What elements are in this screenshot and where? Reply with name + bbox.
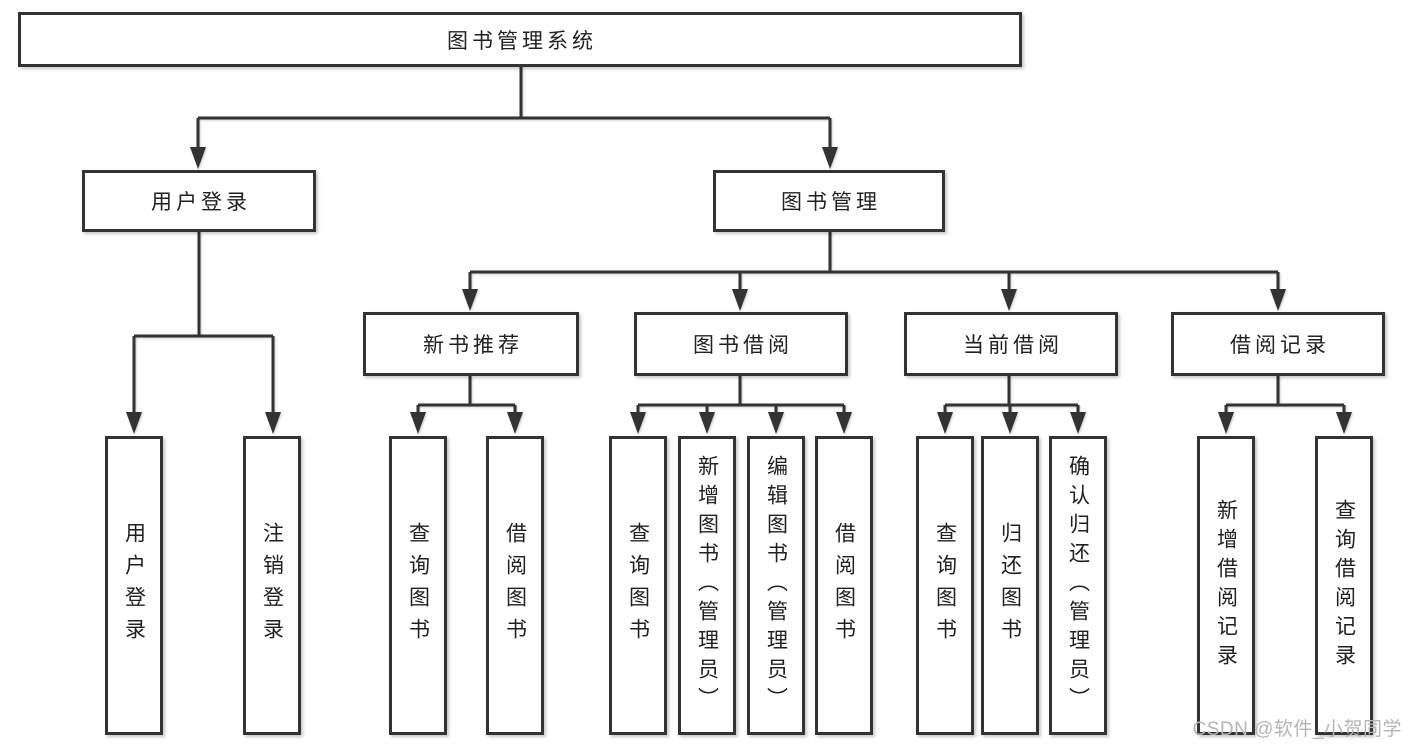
arrowhead (1070, 412, 1086, 434)
node-label: 图书管理 (781, 191, 881, 214)
leaf-label: 借阅图书 (832, 521, 856, 650)
node-label: 用户登录 (151, 191, 251, 214)
leaf-label: 注销登录 (260, 521, 284, 650)
leaf-label: 归还图书 (998, 521, 1022, 650)
leaf-label: 新增图书（管理员） (695, 455, 719, 716)
arrowhead (190, 147, 206, 169)
connector-current-borrowing-to-leaves (937, 376, 1086, 434)
leaf-borrow-books-recommend: 借阅图书 (486, 436, 544, 735)
connector-new-book-to-leaves (410, 376, 523, 434)
leaf-label: 借阅图书 (503, 521, 527, 650)
arrowhead (822, 147, 838, 169)
node-label: 借阅记录 (1230, 334, 1330, 357)
arrowhead (1336, 412, 1352, 434)
arrowhead (1001, 289, 1017, 311)
node-label: 新书推荐 (423, 334, 523, 357)
arrowhead (126, 412, 142, 434)
node-label: 图书借阅 (693, 334, 793, 357)
node-current-borrowing: 当前借阅 (904, 312, 1118, 376)
leaf-label: 查询借阅记录 (1332, 498, 1356, 673)
arrowhead (1218, 412, 1234, 434)
arrowhead (462, 289, 478, 311)
leaf-query-books-recommend: 查询图书 (389, 436, 447, 735)
node-book-borrowing: 图书借阅 (634, 312, 848, 376)
leaf-query-books-current: 查询图书 (916, 436, 974, 735)
connector-book-borrowing-to-leaves (630, 376, 852, 434)
node-library-system: 图书管理系统 (18, 12, 1022, 67)
leaf-add-borrow-record: 新增借阅记录 (1197, 436, 1255, 735)
leaf-query-borrow-record: 查询借阅记录 (1315, 436, 1373, 735)
leaf-add-book-admin: 新增图书（管理员） (678, 436, 736, 735)
leaf-label: 新增借阅记录 (1214, 498, 1238, 673)
arrowhead (699, 412, 715, 434)
arrowhead (937, 412, 953, 434)
leaf-logout: 注销登录 (243, 436, 301, 735)
leaf-label: 查询图书 (406, 521, 430, 650)
connector-user-login-to-leaves (126, 232, 281, 434)
arrowhead (1270, 289, 1286, 311)
connector-borrowing-records-to-leaves (1218, 376, 1352, 434)
node-new-book-recommendation: 新书推荐 (363, 312, 579, 376)
arrowhead (836, 412, 852, 434)
leaf-label: 编辑图书（管理员） (764, 455, 788, 716)
node-label: 图书管理系统 (447, 29, 597, 53)
leaf-confirm-return-admin: 确认归还（管理员） (1049, 436, 1107, 735)
leaf-label: 确认归还（管理员） (1066, 455, 1090, 716)
arrowhead (630, 412, 646, 434)
arrowhead (265, 412, 281, 434)
arrowhead (1002, 412, 1018, 434)
connector-root-to-level2 (190, 67, 838, 169)
arrowhead (410, 412, 426, 434)
leaf-label: 用户登录 (122, 521, 146, 650)
csdn-watermark: CSDN @软件_小贺同学 (1192, 719, 1402, 740)
node-borrowing-records: 借阅记录 (1171, 312, 1385, 376)
leaf-label: 查询图书 (933, 521, 957, 650)
arrowhead (732, 289, 748, 311)
leaf-label: 查询图书 (626, 521, 650, 650)
leaf-borrow-books: 借阅图书 (815, 436, 873, 735)
leaf-query-books-borrow: 查询图书 (609, 436, 667, 735)
node-book-management: 图书管理 (713, 170, 945, 232)
node-label: 当前借阅 (963, 334, 1063, 357)
arrowhead (507, 412, 523, 434)
arrowhead (768, 412, 784, 434)
leaf-edit-book-admin: 编辑图书（管理员） (747, 436, 805, 735)
connector-book-management-to-level3 (462, 232, 1286, 311)
leaf-return-books: 归还图书 (981, 436, 1039, 735)
node-user-login: 用户登录 (82, 170, 316, 232)
leaf-user-login: 用户登录 (105, 436, 163, 735)
